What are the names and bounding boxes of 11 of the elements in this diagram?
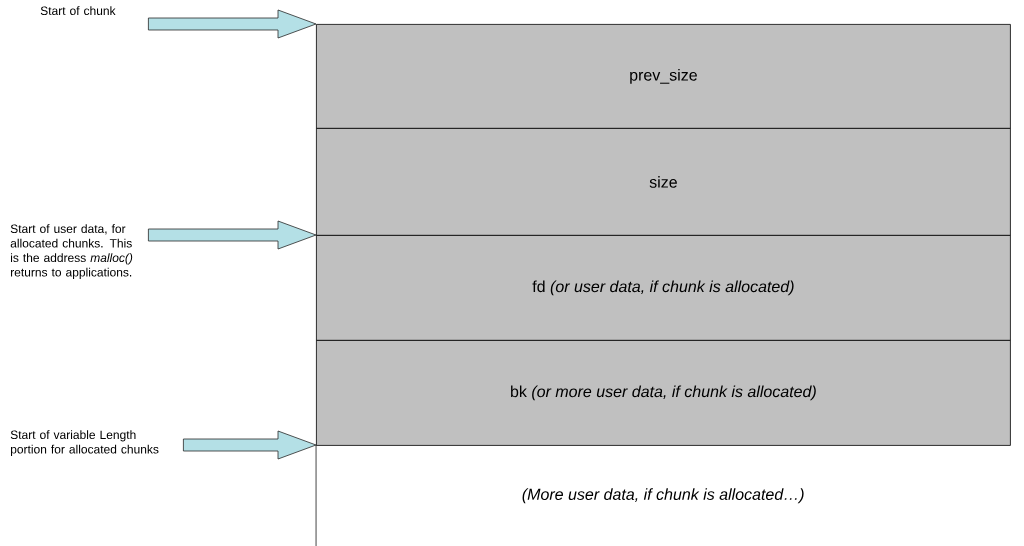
annotation: Start of variable Length portion for allocated chunks bbox=[10, 430, 159, 456]
memory-field: prev_size bbox=[316, 24, 1011, 129]
memory-field: bk (or more user data, if chunk is allocated) bbox=[316, 340, 1011, 446]
memory-field: (More user data, if chunk is allocated…) bbox=[315, 444, 804, 546]
annotation: Start of user data, for allocated chunks. This is the address malloc() returns to applications. bbox=[10, 224, 133, 279]
memory-field: fd (or user data, if chunk is allocated) bbox=[316, 235, 1011, 341]
block-arrow bbox=[148, 9, 317, 39]
memory-field: size bbox=[316, 128, 1011, 236]
block-arrow bbox=[148, 220, 317, 250]
annotation: Start of chunk bbox=[40, 6, 116, 15]
block-arrow bbox=[183, 430, 317, 460]
